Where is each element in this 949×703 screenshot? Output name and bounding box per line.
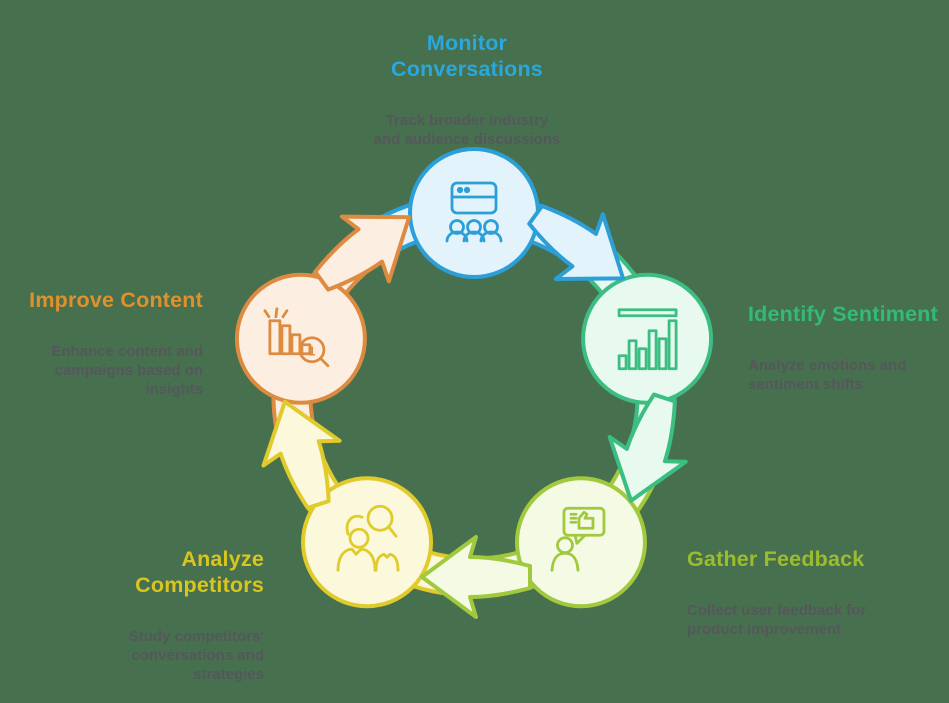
sentiment-bar-chart-icon — [617, 308, 678, 371]
step-title: Gather Feedback — [687, 547, 865, 571]
step-label-analyze-competitors: Analyze Competitors Study competitors' c… — [14, 528, 264, 703]
feedback-speech-bubble-icon — [550, 506, 606, 572]
step-description: Track broader industry and audience disc… — [373, 112, 561, 149]
step-description: Collect user feedback for product improv… — [687, 602, 867, 639]
arrow-identify-sentiment-to-gather-feedback — [607, 392, 688, 503]
step-circle-gather-feedback — [514, 476, 647, 609]
step-description: Enhance content and campaigns based on i… — [51, 343, 203, 399]
step-title: Monitor Conversations — [391, 31, 543, 81]
step-label-gather-feedback: Gather Feedback Collect user feedback fo… — [687, 528, 949, 657]
step-circle-identify-sentiment — [581, 272, 714, 405]
arrow-analyze-competitors-to-improve-content — [261, 399, 342, 510]
audience-monitor-icon — [445, 181, 503, 243]
step-label-improve-content: Improve Content Enhance content and camp… — [3, 269, 203, 418]
arrow-monitor-conversations-to-identify-sentiment — [527, 203, 626, 281]
infographic-page: { "background_color": "#47704F", "descri… — [3, 12, 949, 684]
arrow-gather-feedback-to-analyze-competitors — [420, 535, 532, 619]
competitor-magnifier-icon — [336, 504, 400, 572]
step-title: Improve Content — [29, 288, 203, 312]
arrow-improve-content-to-monitor-conversations — [313, 214, 412, 292]
step-label-monitor-conversations: Monitor Conversations Track broader indu… — [317, 12, 617, 167]
step-title: Analyze Competitors — [135, 547, 264, 597]
step-description: Analyze emotions and sentiment shifts — [748, 357, 907, 394]
cycle-diagram: 1 — [234, 147, 714, 619]
insight-rank-chart-icon: 1 — [263, 307, 330, 368]
step-description: Study competitors' conversations and str… — [128, 628, 264, 684]
rank-number-label: 1 — [308, 343, 315, 358]
step-title: Identify Sentiment — [748, 302, 938, 326]
step-label-identify-sentiment: Identify Sentiment Analyze emotions and … — [748, 283, 949, 412]
